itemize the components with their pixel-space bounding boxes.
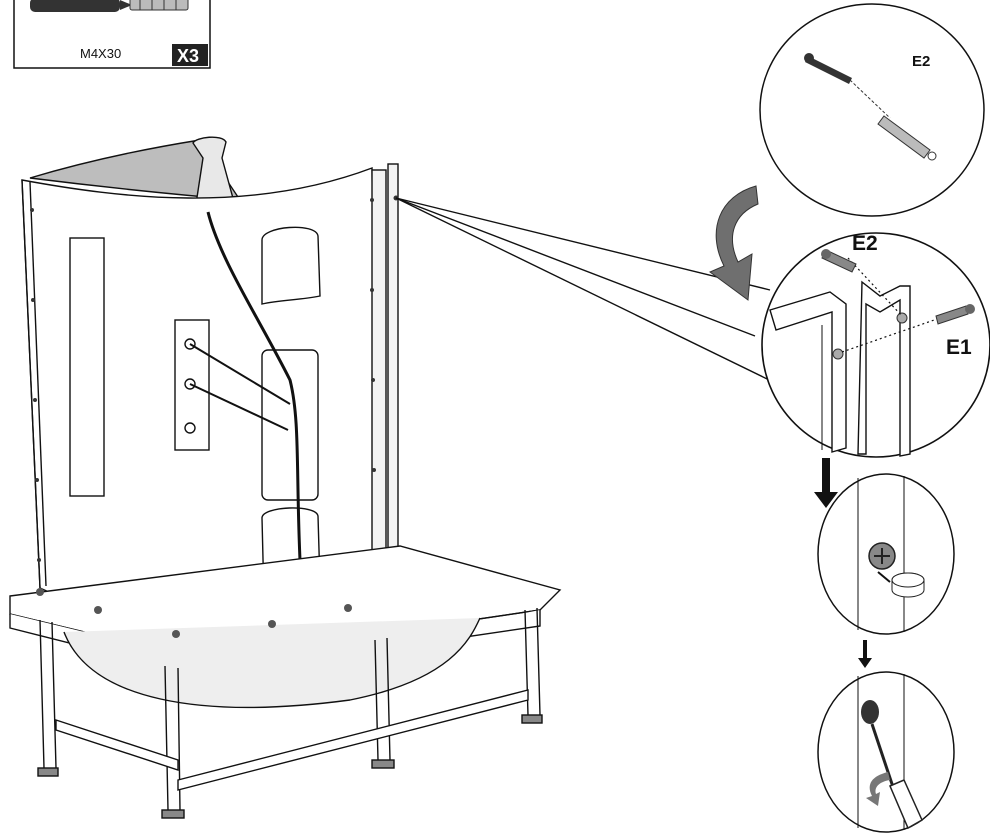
- detail-circle-e2: E2: [759, 3, 985, 217]
- down-arrow-icon: [858, 640, 872, 668]
- detail-circle-screwdriver: [817, 671, 955, 833]
- screwdriver-icon: [870, 723, 923, 830]
- parts-size-label: M4X30: [80, 46, 121, 61]
- screw-e2-icon: [821, 249, 857, 273]
- callout-lines: [395, 197, 801, 396]
- detail-top-part-label: E2: [912, 53, 930, 70]
- parts-quantity-label: X3: [177, 46, 199, 66]
- screw-icon: [804, 53, 852, 84]
- detail-label-e1: E1: [946, 336, 972, 359]
- wall-plug-icon: [877, 115, 937, 161]
- rotate-arrow-icon: [709, 185, 759, 301]
- detail-label-e2: E2: [852, 232, 878, 255]
- screw-e1-icon: [935, 304, 975, 325]
- wall-plug-icon: [129, 0, 189, 11]
- screw-icon: [30, 0, 132, 12]
- screw-head-icon: [861, 700, 879, 724]
- shower-cabin: [9, 136, 562, 819]
- down-arrow-icon: [814, 458, 838, 508]
- quantity-badge: [172, 44, 208, 66]
- detail-circle-joint: E2 E1: [761, 232, 990, 458]
- parts-box: M4X30 X3: [13, 0, 211, 69]
- cover-cap-icon: [891, 572, 925, 598]
- detail-circle-cap: [817, 473, 955, 635]
- screw-head-icon: [868, 542, 896, 570]
